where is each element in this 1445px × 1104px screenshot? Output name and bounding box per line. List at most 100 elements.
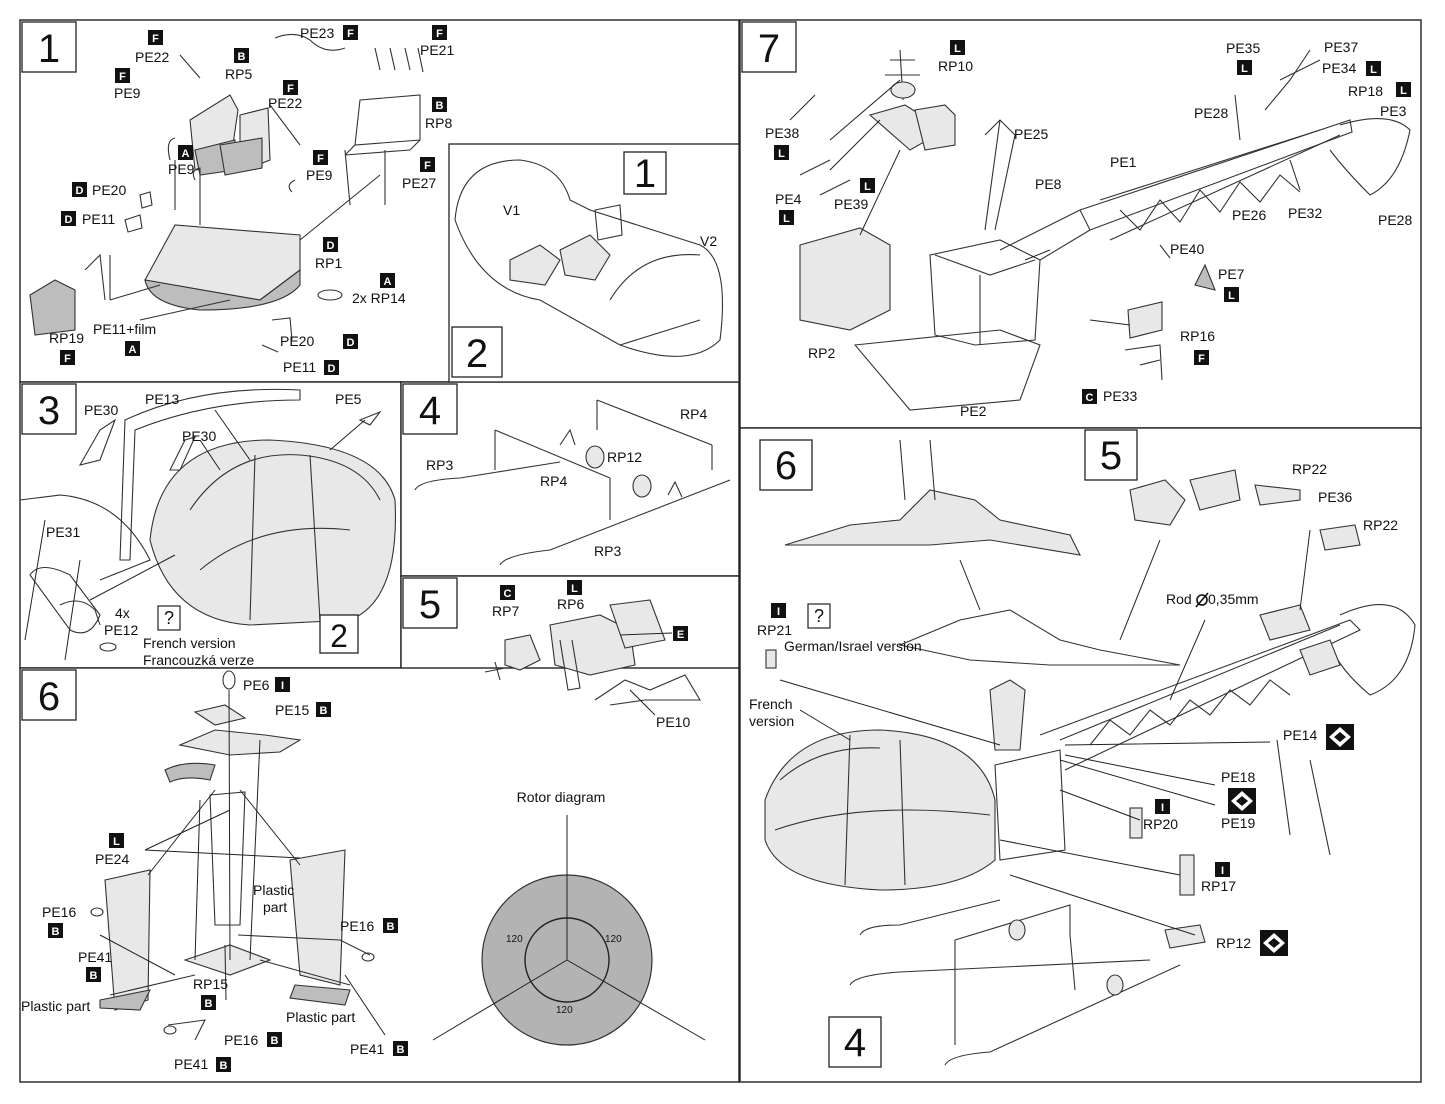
svg-text:PE34: PE34 — [1322, 60, 1356, 76]
svg-text:PE36: PE36 — [1318, 489, 1352, 505]
svg-text:RP15: RP15 — [193, 976, 228, 992]
svg-text:RP3: RP3 — [426, 457, 453, 473]
badge-e: E — [673, 626, 688, 641]
svg-text:L: L — [1241, 63, 1248, 75]
svg-text:V2: V2 — [700, 233, 717, 249]
svg-text:PE19: PE19 — [1221, 815, 1255, 831]
svg-text:RP20: RP20 — [1143, 816, 1178, 832]
svg-text:F: F — [317, 153, 324, 165]
step-number-3: 3 — [21, 383, 77, 435]
svg-text:7: 7 — [758, 27, 780, 71]
badge-d: D — [72, 182, 87, 197]
svg-text:PE33: PE33 — [1103, 388, 1137, 404]
svg-text:PE16: PE16 — [224, 1032, 258, 1048]
svg-text:Rod: Rod — [1166, 591, 1192, 607]
svg-text:120: 120 — [605, 934, 622, 945]
badge-i: I — [275, 677, 290, 692]
diamond-badge-icon — [1326, 724, 1354, 750]
badge-b: B — [86, 967, 101, 982]
svg-text:F: F — [64, 353, 71, 365]
badge-d: D — [324, 360, 339, 375]
svg-text:B: B — [320, 705, 328, 717]
svg-text:PE15: PE15 — [275, 702, 309, 718]
badge-b: B — [48, 923, 63, 938]
svg-text:PE37: PE37 — [1324, 39, 1358, 55]
badge-a: A — [125, 341, 140, 356]
svg-text:2x RP14: 2x RP14 — [352, 290, 406, 306]
svg-text:Plastic part: Plastic part — [21, 998, 90, 1014]
svg-text:PE40: PE40 — [1170, 241, 1204, 257]
svg-text:RP4: RP4 — [540, 473, 567, 489]
svg-text:B: B — [52, 926, 60, 938]
svg-text:A: A — [182, 148, 190, 160]
svg-text:PE26: PE26 — [1232, 207, 1266, 223]
svg-text:PE41: PE41 — [350, 1041, 384, 1057]
svg-text:PE30: PE30 — [84, 402, 118, 418]
badge-c: C — [1082, 389, 1097, 404]
svg-text:F: F — [424, 160, 431, 172]
svg-text:RP19: RP19 — [49, 330, 84, 346]
step-6-drawing — [90, 670, 386, 1041]
svg-text:120: 120 — [556, 1005, 573, 1016]
step-number-1: 1 — [21, 21, 77, 73]
badge-l: L — [860, 178, 875, 193]
svg-text:5: 5 — [419, 583, 441, 627]
svg-text:A: A — [129, 344, 137, 356]
svg-text:I: I — [1161, 802, 1164, 814]
svg-text:?: ? — [164, 608, 174, 628]
svg-text:PE10: PE10 — [656, 714, 690, 730]
step-1-labels: F PE22 B RP5 F PE9 PE23 F F PE21 F PE22 … — [49, 25, 454, 375]
svg-text:F: F — [287, 83, 294, 95]
diamond-badge-icon — [1228, 788, 1256, 814]
svg-text:PE13: PE13 — [145, 391, 179, 407]
svg-text:A: A — [384, 276, 392, 288]
svg-text:PE11: PE11 — [283, 359, 316, 375]
svg-text:D: D — [65, 214, 73, 226]
svg-text:I: I — [281, 680, 284, 692]
diameter-icon — [1195, 592, 1209, 608]
svg-text:RP12: RP12 — [1216, 935, 1251, 951]
svg-text:PE9: PE9 — [306, 167, 333, 183]
svg-text:D: D — [328, 363, 336, 375]
badge-c: C — [500, 585, 515, 600]
svg-text:German/Israel version: German/Israel version — [784, 638, 922, 654]
svg-text:2: 2 — [330, 618, 348, 654]
svg-text:PE41: PE41 — [78, 949, 112, 965]
svg-text:part: part — [263, 899, 287, 915]
badge-f: F — [432, 25, 447, 40]
svg-text:B: B — [387, 921, 395, 933]
svg-text:PE21: PE21 — [420, 42, 454, 58]
svg-text:PE11: PE11 — [82, 211, 115, 227]
step-number-6: 6 — [21, 669, 77, 721]
question-box: ? — [157, 605, 181, 631]
svg-text:L: L — [571, 583, 578, 595]
badge-f: F — [313, 150, 328, 165]
svg-text:L: L — [783, 213, 790, 225]
svg-text:6: 6 — [775, 444, 797, 488]
badge-b: B — [234, 48, 249, 63]
svg-text:Plastic: Plastic — [253, 882, 294, 898]
svg-text:PE20: PE20 — [92, 182, 126, 198]
svg-text:PE38: PE38 — [765, 125, 799, 141]
svg-text:RP21: RP21 — [757, 622, 792, 638]
svg-text:L: L — [113, 836, 120, 848]
svg-text:RP22: RP22 — [1363, 517, 1398, 533]
svg-text:RP12: RP12 — [607, 449, 642, 465]
svg-text:PE35: PE35 — [1226, 40, 1260, 56]
badge-b: B — [393, 1041, 408, 1056]
svg-text:4x: 4x — [115, 605, 130, 621]
svg-text:3: 3 — [38, 389, 60, 433]
svg-text:I: I — [1221, 865, 1224, 877]
svg-text:I: I — [777, 606, 780, 618]
step-number-5: 5 — [402, 577, 458, 629]
svg-text:PE16: PE16 — [42, 904, 76, 920]
svg-text:L: L — [1370, 64, 1377, 76]
svg-text:PE25: PE25 — [1014, 126, 1048, 142]
svg-text:PE9: PE9 — [168, 161, 195, 177]
svg-text:PE16: PE16 — [340, 918, 374, 934]
svg-text:PE39: PE39 — [834, 196, 868, 212]
svg-text:Plastic part: Plastic part — [286, 1009, 355, 1025]
panel-step-7 — [739, 19, 1422, 429]
svg-text:L: L — [1400, 85, 1407, 97]
svg-text:B: B — [90, 970, 98, 982]
